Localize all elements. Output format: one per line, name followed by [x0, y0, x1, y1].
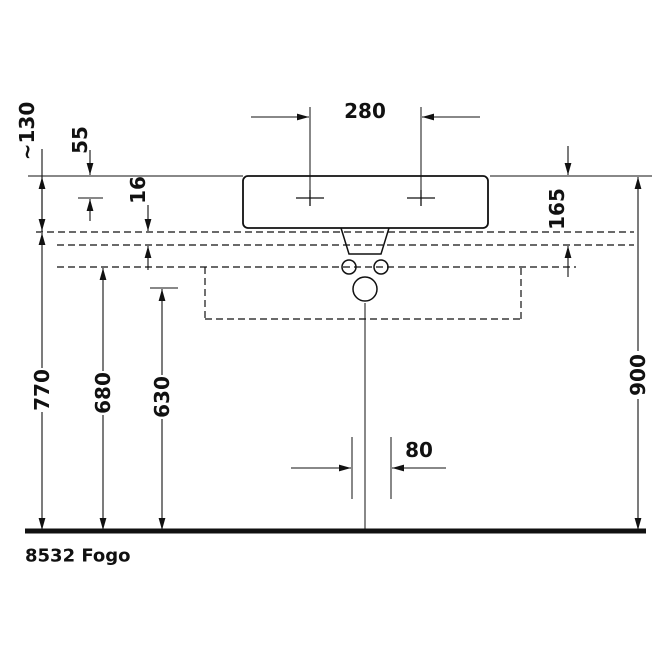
faucet-cross-right — [407, 190, 435, 206]
dashed-reference-lines — [36, 231, 634, 320]
basin-outline — [242, 175, 489, 255]
dim-faucet-spacing-label: 280 — [344, 99, 386, 123]
dim-630-label: 630 — [150, 376, 174, 418]
dimension-lines — [38, 113, 642, 530]
product-code-label: 8532 Fogo — [25, 546, 131, 567]
dim-900-label: 900 — [626, 354, 650, 396]
dim-16-label: 16 — [126, 176, 150, 204]
dim-80-label: 80 — [405, 438, 433, 462]
drain-and-mounting-holes — [341, 259, 389, 302]
dim-770-label: 770 — [30, 369, 54, 411]
faucet-hole-marks — [296, 190, 435, 206]
extension-lines — [28, 107, 652, 531]
dim-55-label: 55 — [68, 126, 92, 154]
dim-rim-to-console-label: ~130 — [15, 102, 39, 161]
dim-165-label: 165 — [545, 188, 569, 230]
drain-hole — [352, 276, 378, 302]
faucet-cross-left — [296, 190, 324, 206]
dim-680-label: 680 — [91, 372, 115, 414]
